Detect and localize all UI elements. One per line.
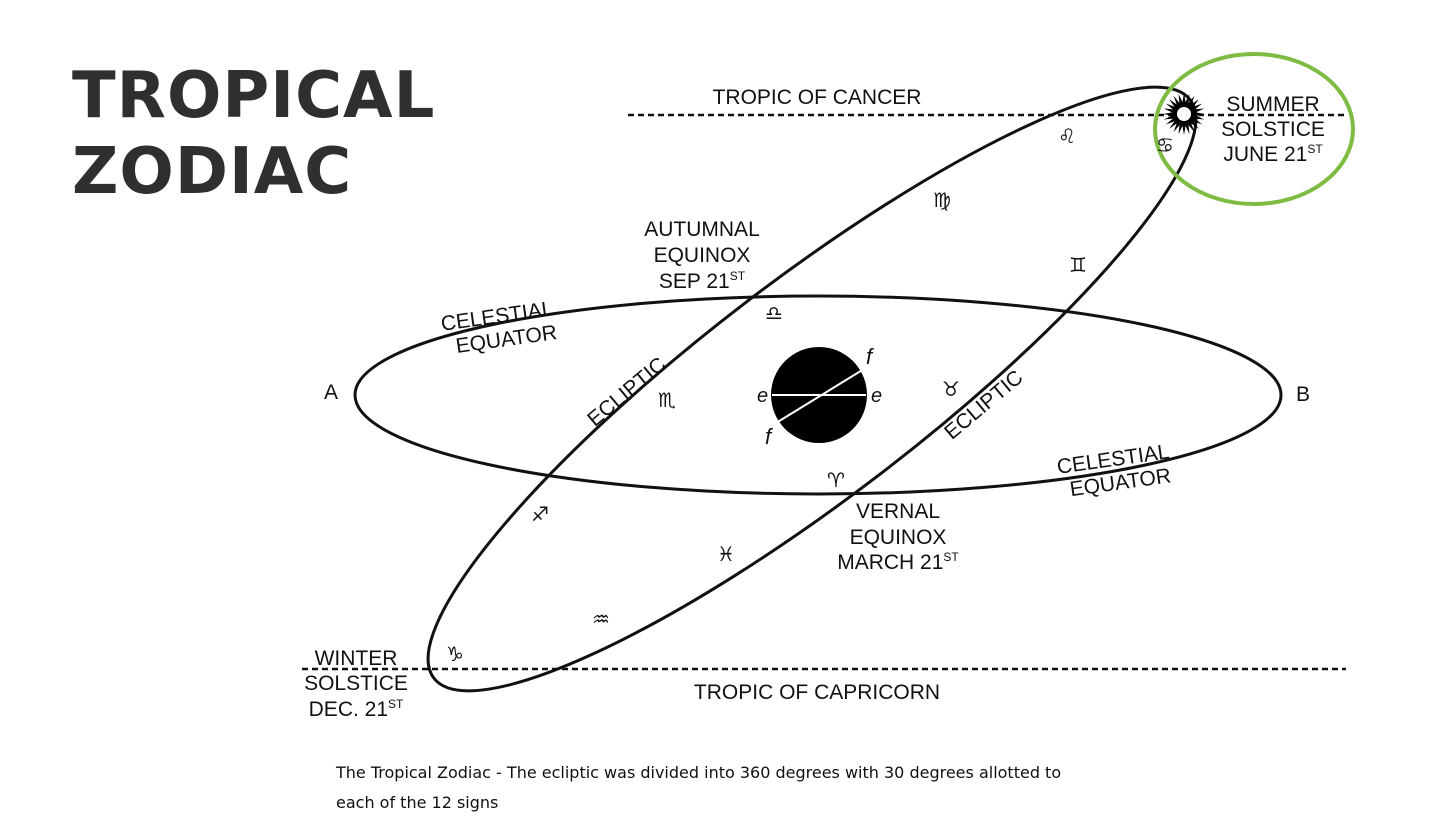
earth-label-f-top: f (866, 344, 875, 369)
point-a-label: A (324, 381, 338, 404)
summer-line-3: JUNE 21ST (1223, 142, 1323, 166)
ecliptic-ellipse (426, 85, 1198, 693)
caption-line-2: each of the 12 signs (336, 793, 499, 812)
earth-label-e-right: e (871, 385, 882, 407)
gemini-symbol-icon: ♊ (1069, 253, 1087, 277)
autumnal-date-suffix: ST (730, 269, 746, 283)
sagittarius-symbol-icon: ♐ (531, 502, 549, 526)
pisces-symbol-icon: ♓ (717, 542, 735, 566)
point-b-label: B (1296, 383, 1310, 406)
winter-date: DEC. 21 (309, 698, 388, 721)
summer-line-1: SUMMER (1226, 93, 1319, 116)
summer-line-2: SOLSTICE (1221, 118, 1325, 141)
winter-solstice-label: WINTER SOLSTICE DEC. 21ST (304, 647, 408, 721)
vernal-date-suffix: ST (943, 550, 959, 564)
winter-line-3: DEC. 21ST (309, 697, 404, 721)
summer-date: JUNE 21 (1223, 143, 1307, 166)
page-title: TROPICAL ZODIAC (72, 58, 435, 210)
title-line-1: TROPICAL (72, 59, 436, 133)
aries-symbol-icon: ♈ (827, 468, 845, 492)
winter-date-suffix: ST (388, 697, 404, 711)
celestial-equator-label-right: CELESTIAL EQUATOR (1055, 440, 1172, 501)
autumnal-line-3: SEP 21ST (659, 269, 746, 293)
tropic-of-capricorn-label: TROPIC OF CAPRICORN (694, 681, 940, 704)
celestial-equator-ellipse (353, 294, 1283, 496)
summer-solstice-label: SUMMER SOLSTICE JUNE 21ST (1221, 93, 1325, 166)
summer-date-suffix: ST (1307, 142, 1323, 156)
earth-ecliptic-line (775, 368, 865, 424)
capricorn-symbol-icon: ♑ (446, 642, 464, 666)
virgo-symbol-icon: ♍ (933, 188, 951, 212)
vernal-line-3: MARCH 21ST (837, 550, 959, 574)
earth-label-e-left: e (757, 385, 768, 407)
cancer-symbol-icon: ♋ (1156, 133, 1174, 157)
tropic-of-cancer-label: TROPIC OF CANCER (713, 86, 922, 109)
celestial-equator-label-left: CELESTIAL EQUATOR (439, 297, 558, 358)
autumnal-line-1: AUTUMNAL (644, 218, 760, 241)
autumnal-date: SEP 21 (659, 270, 730, 293)
aquarius-symbol-icon: ♒ (592, 607, 610, 631)
title-line-2: ZODIAC (72, 135, 353, 209)
libra-symbol-icon: ♎ (765, 301, 783, 325)
leo-symbol-icon: ♌ (1058, 124, 1076, 148)
winter-line-2: SOLSTICE (304, 672, 408, 695)
vernal-date: MARCH 21 (837, 551, 943, 574)
vernal-line-2: EQUINOX (850, 526, 947, 549)
autumnal-line-2: EQUINOX (654, 244, 751, 267)
winter-line-1: WINTER (315, 647, 398, 670)
summer-solstice-highlight (1153, 52, 1355, 206)
vernal-equinox-label: VERNAL EQUINOX MARCH 21ST (837, 500, 959, 574)
taurus-symbol-icon: ♉ (942, 377, 960, 401)
autumnal-equinox-label: AUTUMNAL EQUINOX SEP 21ST (644, 218, 760, 293)
vernal-line-1: VERNAL (856, 500, 940, 523)
figure-caption: The Tropical Zodiac - The ecliptic was d… (336, 758, 1096, 818)
sun-core (1177, 107, 1191, 121)
sun-icon (1163, 93, 1205, 135)
earth-label-f-bottom: f (765, 424, 774, 449)
caption-line-1: The Tropical Zodiac - The ecliptic was d… (336, 763, 1062, 782)
scorpio-symbol-icon: ♏ (658, 388, 676, 412)
